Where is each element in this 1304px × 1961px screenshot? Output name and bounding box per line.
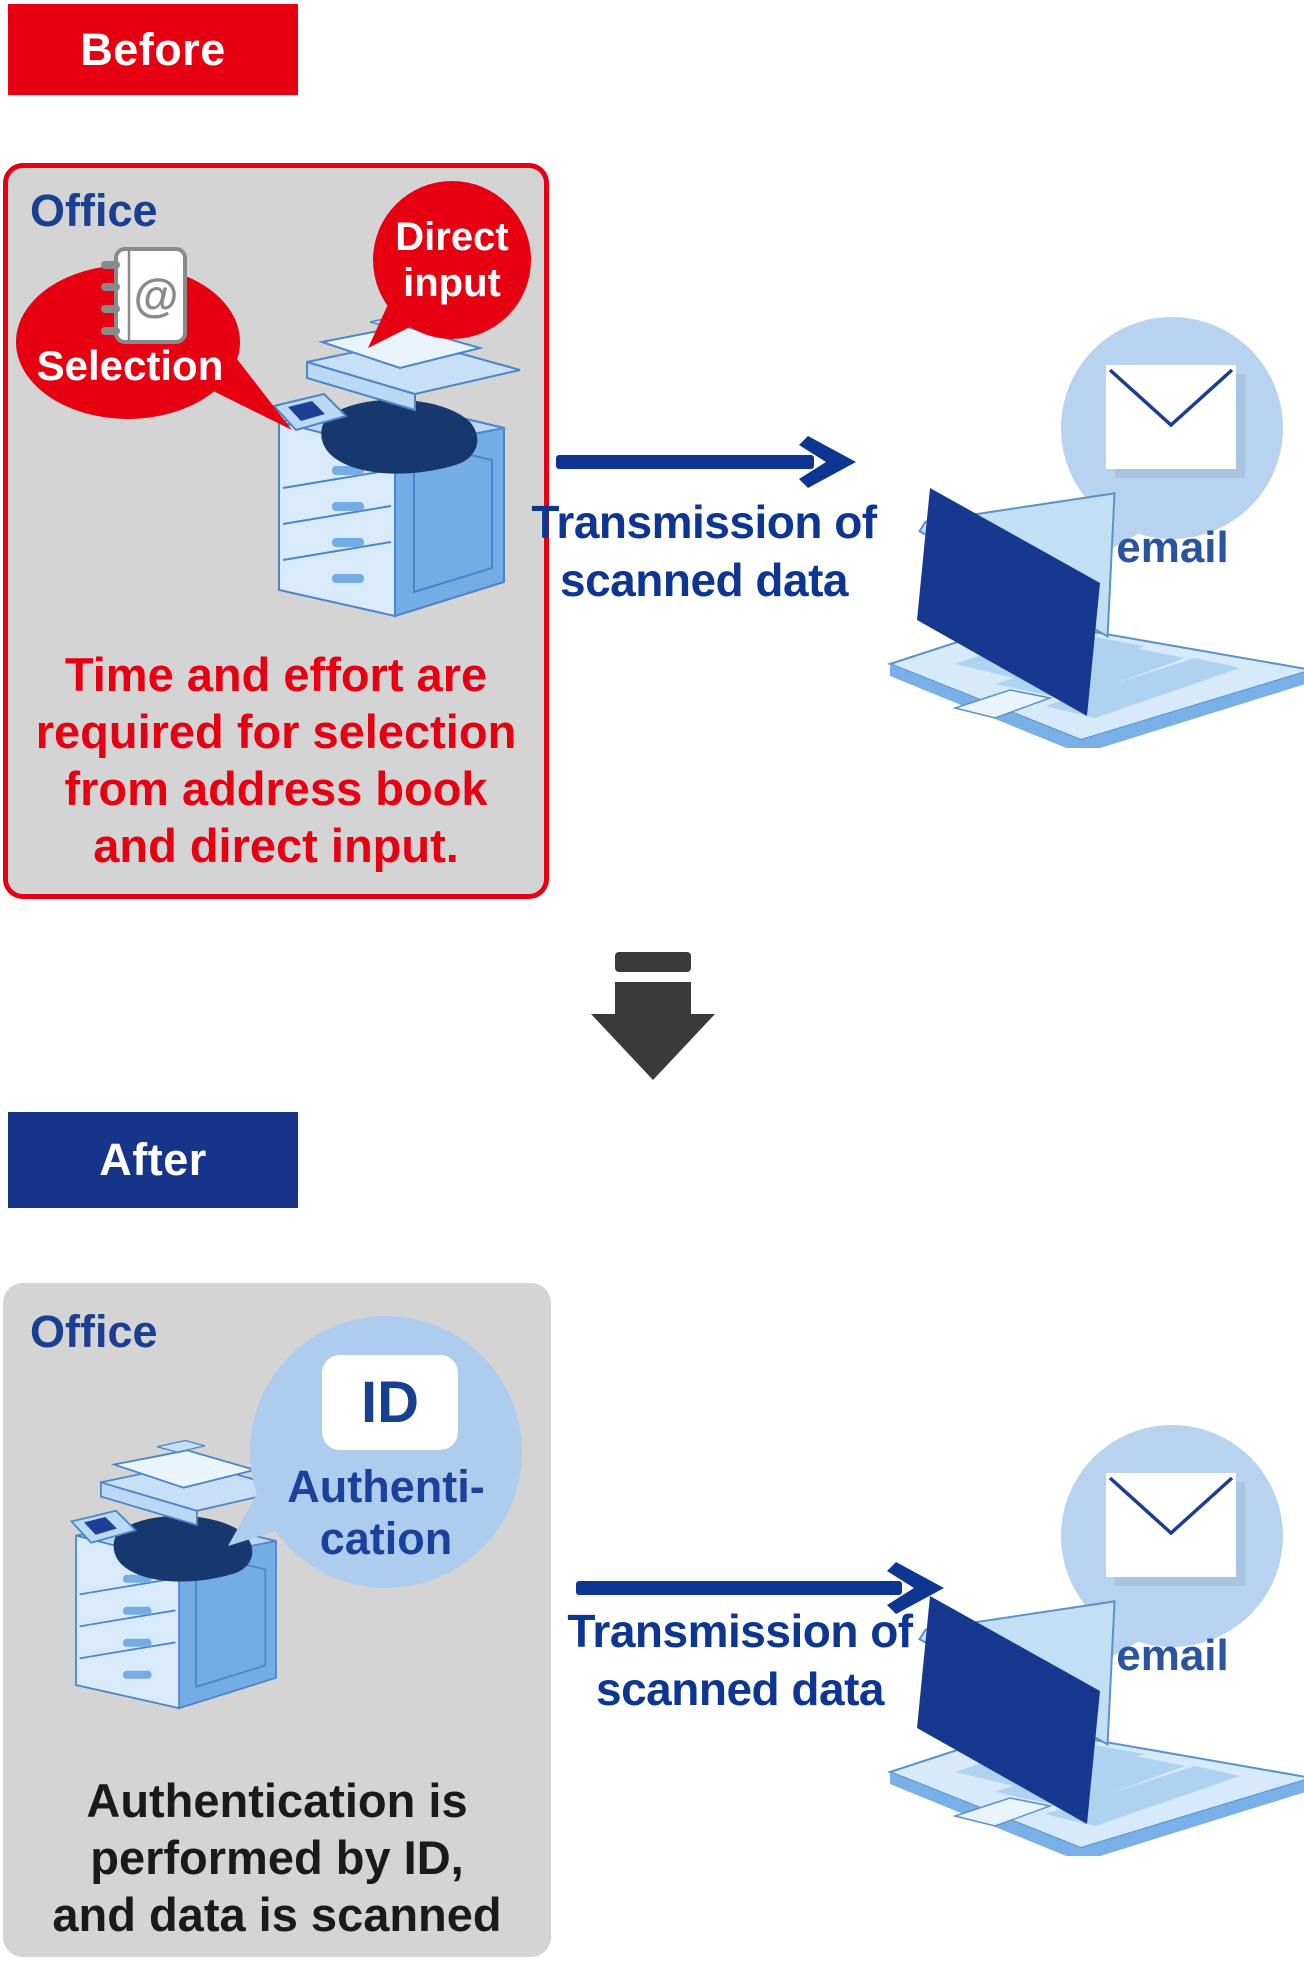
right-arrow-before bbox=[556, 436, 856, 488]
id-authentication-bubble: ID Authenti- cation bbox=[228, 1312, 528, 1604]
printer-drawer-handle bbox=[332, 574, 364, 583]
after-badge: After bbox=[8, 1112, 298, 1208]
printer-adf-bump bbox=[156, 1439, 206, 1453]
printer-screen bbox=[288, 401, 325, 421]
envelope-flap bbox=[1108, 368, 1234, 428]
laptop-illustration-after bbox=[887, 1596, 1304, 1856]
address-book-ring bbox=[101, 261, 120, 269]
id-bubble-line1: Authenti- bbox=[287, 1461, 485, 1512]
right-arrow-after bbox=[576, 1562, 944, 1614]
laptop-keys bbox=[1045, 1766, 1240, 1826]
printer-output-tray bbox=[321, 399, 478, 474]
laptop-trackpad bbox=[952, 1797, 1053, 1827]
warning-line-2: required for selection bbox=[35, 705, 517, 758]
printer-screen bbox=[84, 1517, 117, 1535]
transmission-line-1: Transmission of bbox=[531, 496, 877, 548]
before-transmission-label: Transmission of scanned data bbox=[504, 493, 904, 609]
before-badge-label: Before bbox=[80, 23, 226, 75]
after-transmission-label: Transmission of scanned data bbox=[540, 1602, 940, 1718]
transmission-line-1: Transmission of bbox=[567, 1605, 913, 1657]
envelope-icon bbox=[1106, 1473, 1245, 1586]
arrowhead bbox=[887, 1562, 944, 1614]
laptop-base-edge bbox=[1081, 672, 1304, 748]
transmission-line-2: scanned data bbox=[596, 1663, 885, 1715]
id-bubble-tail bbox=[228, 1492, 292, 1546]
direct-input-line2: input bbox=[403, 261, 501, 305]
after-badge-label: After bbox=[99, 1134, 207, 1185]
warning-line-3: from address book bbox=[64, 762, 488, 815]
note-line-3: and data is scanned bbox=[52, 1888, 502, 1941]
envelope-body bbox=[1106, 1473, 1236, 1577]
printer-drawer-handle bbox=[332, 466, 364, 475]
address-book-ring bbox=[101, 283, 120, 291]
direct-input-bubble-body bbox=[373, 181, 531, 339]
before-badge: Before bbox=[8, 4, 298, 95]
laptop-base-edge bbox=[1081, 1780, 1304, 1856]
note-line-1: Authentication is bbox=[86, 1774, 468, 1827]
direct-input-line1: Direct bbox=[395, 215, 509, 259]
direct-input-bubble-shape bbox=[368, 181, 531, 348]
address-book-ring bbox=[101, 305, 120, 313]
printer-illustration-before bbox=[272, 314, 521, 618]
address-book-cover bbox=[114, 247, 187, 344]
printer-illustration-after bbox=[69, 1439, 291, 1710]
email-bubble-after: email bbox=[1050, 1423, 1295, 1723]
laptop-screen bbox=[917, 488, 1100, 716]
warning-line-4: and direct input. bbox=[93, 819, 459, 872]
email-label-after: email bbox=[1116, 1631, 1229, 1680]
warning-line-1: Time and effort are bbox=[64, 648, 488, 701]
arrowhead bbox=[799, 436, 856, 488]
id-bubble-line2: cation bbox=[319, 1513, 453, 1564]
printer-drawer-handle bbox=[332, 538, 364, 547]
envelope-body bbox=[1106, 365, 1236, 469]
before-office-label: Office bbox=[30, 185, 158, 236]
address-book-icon: @ bbox=[101, 247, 187, 344]
printer-drawer-handle bbox=[332, 502, 364, 511]
at-symbol-icon: @ bbox=[134, 269, 179, 321]
printer-drawer-handle bbox=[123, 1670, 152, 1679]
email-label-before: email bbox=[1116, 523, 1229, 572]
note-line-2: performed by ID, bbox=[90, 1831, 464, 1884]
id-chip-label: ID bbox=[361, 1370, 419, 1435]
laptop-illustration-before bbox=[887, 488, 1304, 748]
laptop-keys bbox=[1045, 658, 1240, 718]
before-warning-text: Time and effort are required for selecti… bbox=[3, 646, 549, 874]
printer-drawer-handle bbox=[123, 1606, 152, 1615]
down-arrow-icon bbox=[591, 952, 715, 1080]
address-book-ring bbox=[101, 327, 120, 335]
printer-drawer-handle bbox=[123, 1638, 152, 1647]
after-office-label: Office bbox=[30, 1306, 158, 1357]
selection-bubble-label: Selection bbox=[36, 342, 224, 389]
laptop-trackpad bbox=[952, 689, 1053, 719]
transmission-line-2: scanned data bbox=[560, 554, 849, 606]
after-note-text: Authentication is performed by ID, and d… bbox=[3, 1772, 551, 1943]
envelope-flap bbox=[1108, 1476, 1234, 1536]
envelope-icon bbox=[1106, 365, 1245, 478]
id-chip: ID bbox=[322, 1355, 458, 1450]
printer-drawer-handle bbox=[123, 1574, 152, 1583]
laptop-screen bbox=[917, 1596, 1100, 1824]
printer-output-tray bbox=[113, 1515, 253, 1582]
direct-input-bubble: Direct input bbox=[362, 178, 537, 358]
